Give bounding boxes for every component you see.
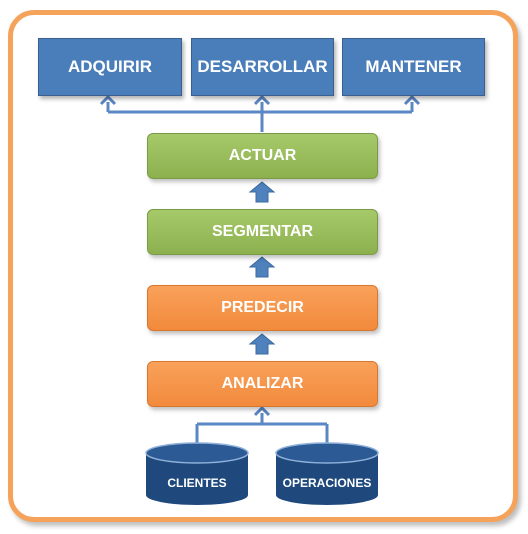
database-clientes-icon: [145, 442, 249, 505]
database-operaciones-icon: [275, 442, 379, 505]
box-desarrollar: DESARROLLAR: [191, 38, 334, 96]
arrow-segmentar-to-actuar: [248, 181, 276, 203]
box-adquirir-label: ADQUIRIR: [67, 57, 153, 76]
step-analizar: ANALIZAR: [147, 361, 378, 407]
database-operaciones-label: OPERACIONES: [282, 476, 372, 490]
database-clientes-label: CLIENTES: [167, 476, 227, 490]
arrow-analizar-to-predecir: [248, 333, 276, 355]
box-desarrollar-label: DESARROLLAR: [197, 57, 328, 76]
box-mantener: MANTENER: [342, 38, 485, 96]
bottom-connector: [195, 405, 329, 445]
box-adquirir: ADQUIRIR: [38, 38, 182, 96]
box-mantener-label: MANTENER: [365, 57, 462, 76]
step-predecir-label: PREDECIR: [221, 299, 304, 316]
step-predecir: PREDECIR: [147, 285, 378, 331]
top-connector: [106, 102, 414, 132]
step-actuar-label: ACTUAR: [228, 147, 297, 164]
step-segmentar: SEGMENTAR: [147, 209, 378, 255]
arrow-predecir-to-segmentar: [248, 256, 276, 278]
step-actuar: ACTUAR: [147, 133, 378, 179]
top-arrowheads: [99, 94, 421, 106]
step-segmentar-label: SEGMENTAR: [211, 223, 314, 240]
step-analizar-label: ANALIZAR: [221, 375, 304, 392]
